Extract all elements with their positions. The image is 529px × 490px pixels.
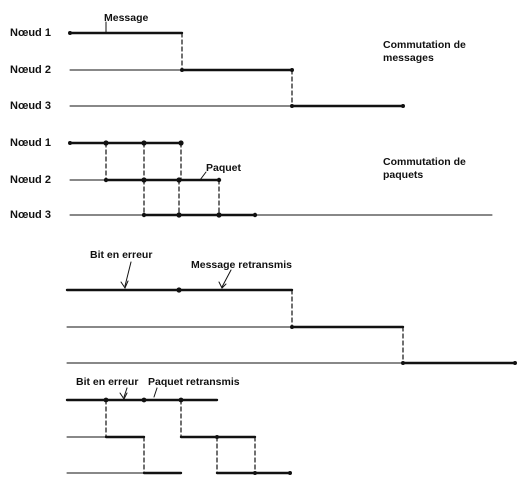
message-retransmission-section [65,261,517,365]
dot [103,177,109,183]
message-switching-title-2: messages [383,52,434,64]
dot [141,177,147,183]
dot [178,140,184,146]
dot [401,104,405,108]
node3-label: Nœud 3 [10,209,51,221]
dot [68,31,72,35]
dot [141,397,147,403]
packet-retransmission-section [65,387,292,475]
dot [215,435,219,439]
dot [216,212,222,218]
message-switching-title: Commutation de [383,39,466,51]
node1-label: Nœud 1 [10,27,51,39]
dot [253,471,257,475]
dot [252,212,258,218]
packet-switching-section [68,141,493,217]
dot [290,104,294,108]
dot [180,68,184,72]
retransmit-arrow [153,387,158,398]
error-arrow [124,261,132,287]
packet-switching-title: Commutation de [383,156,466,168]
dot [68,141,72,145]
dot [178,397,184,403]
message-switching-section [68,21,405,108]
packet-switching-title-2: paquets [383,169,423,181]
bit-error-label: Bit en erreur [76,376,138,388]
node1-label: Nœud 1 [10,137,51,149]
dot [141,140,147,146]
message-retransmitted-label: Message retransmis [191,259,292,271]
dot [103,397,109,403]
error-arrow-head [119,392,128,400]
dot [176,212,182,218]
node3-label: Nœud 3 [10,100,51,112]
dot [103,140,109,146]
error-arrow-head [120,280,129,290]
dot [401,361,405,365]
dot [216,177,222,183]
error-arrow [123,387,128,398]
dot [513,361,517,365]
dot [290,68,294,72]
retransmit-arrow [221,269,232,288]
dot [290,325,294,329]
dot [176,177,182,183]
packet-annotation: Paquet [206,162,242,174]
node2-label: Nœud 2 [10,174,51,186]
dot [176,287,182,293]
bit-error-label: Bit en erreur [90,249,152,261]
node2-label: Nœud 2 [10,64,51,76]
message-annotation: Message [104,12,149,24]
packet-pointer [199,171,207,181]
dot [141,212,147,218]
packet-retransmitted-label: Paquet retransmis [148,376,240,388]
dot [288,471,292,475]
retransmit-arrow-head [218,281,227,289]
